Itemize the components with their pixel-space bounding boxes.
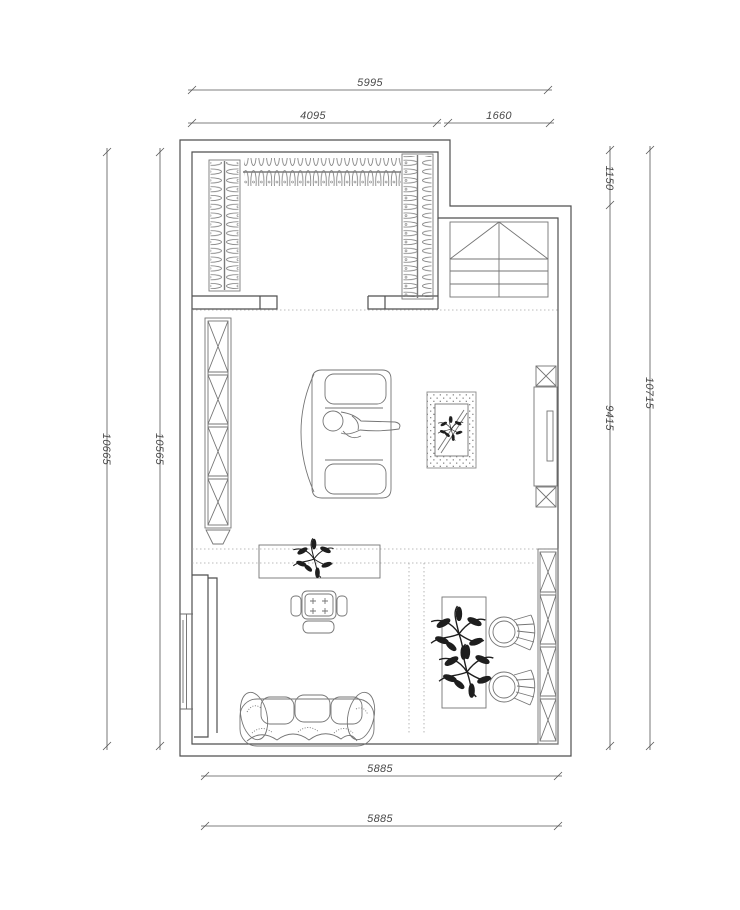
dim-top-right: 1660 — [486, 110, 512, 122]
game-table-with-chairs — [290, 590, 348, 634]
dim-left-inner: 10565 — [153, 433, 165, 466]
speaker-box-top — [535, 365, 557, 387]
dim-right-upper: 1150 — [603, 166, 615, 191]
sofa-back-curve — [300, 373, 315, 493]
dim-left-outer: 10665 — [100, 433, 112, 466]
dimension-lines — [102, 85, 655, 831]
plant-large-1 — [430, 605, 487, 660]
closet-bottom-wall-right — [367, 295, 438, 310]
inner-wall — [191, 151, 559, 745]
hangers-top-rail — [244, 158, 401, 186]
person-figure — [322, 410, 401, 439]
shelf-cabinet-right — [537, 548, 559, 745]
dim-bottom-inner: 5885 — [367, 763, 393, 775]
bar-counter — [430, 596, 495, 709]
coffee-table-rug — [426, 391, 477, 469]
chair-bottom — [302, 620, 335, 634]
lower-left-inset-wall — [192, 574, 218, 738]
dim-right-lower: 9415 — [603, 405, 615, 431]
closet-right-rail-box — [401, 153, 434, 300]
bar-stool-1 — [488, 614, 536, 651]
stairs — [449, 221, 549, 298]
cabinet-end-panel — [205, 529, 231, 545]
lounge-sofa-with-person — [300, 369, 401, 499]
building-walls — [179, 139, 572, 757]
hangers-right-rail — [403, 156, 432, 297]
speaker-box-bottom — [535, 486, 557, 508]
tv-screen — [546, 410, 554, 462]
dim-top-total: 5995 — [357, 77, 383, 89]
stair-treads — [450, 258, 548, 285]
walk-in-closet — [208, 153, 434, 300]
dimension-labels: 5995 4095 1660 10665 10565 1150 9415 107… — [100, 77, 655, 825]
window — [180, 613, 193, 710]
dashed-beam-lines — [192, 309, 558, 733]
closet-left-rail-box — [208, 159, 241, 292]
hangers-left-rail — [210, 162, 239, 289]
bar-stool-2 — [488, 669, 536, 706]
tv-cabinet — [533, 365, 558, 508]
dim-right-total: 10715 — [643, 377, 655, 410]
chair-left — [290, 595, 302, 617]
closet-bottom-wall-left — [192, 295, 278, 310]
plant-large-2 — [438, 643, 495, 698]
dim-bottom-outer: 5885 — [367, 813, 393, 825]
dim-top-left: 4095 — [300, 110, 326, 122]
outer-wall — [179, 139, 572, 757]
chair-right — [336, 595, 348, 617]
shelf-cabinet-left — [204, 317, 232, 545]
bottom-sofa — [239, 691, 376, 747]
stair-direction-lines — [449, 221, 549, 260]
console-table — [258, 537, 381, 579]
table-plus-marks — [310, 598, 328, 614]
